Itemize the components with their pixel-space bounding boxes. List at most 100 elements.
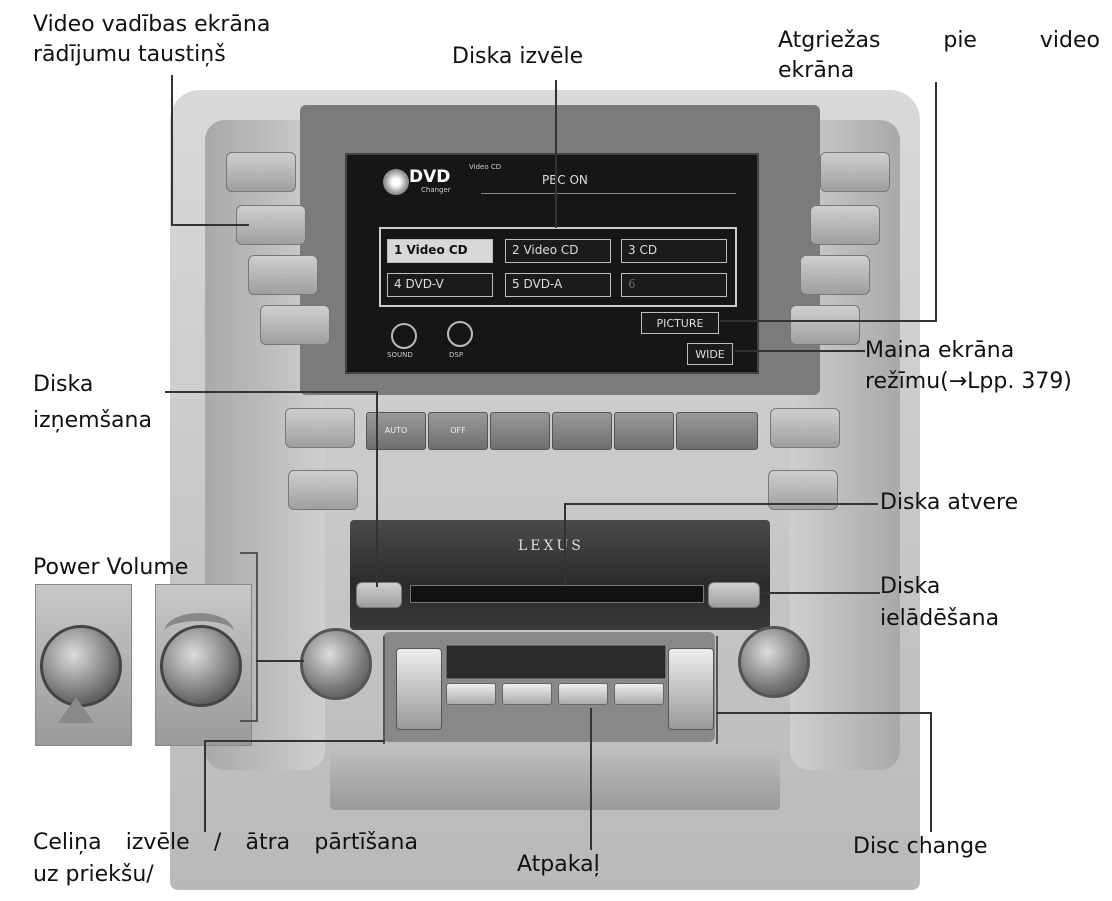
screen-mode: Video CD [469,163,502,171]
label-eject-1: Diska [33,372,94,397]
disc-6-button[interactable]: 6 [621,273,727,297]
label-track-1: Celiņa izvēle / ātra pārtīšana [33,828,418,858]
climate-off-button[interactable]: OFF [428,412,488,450]
audio-button-2[interactable] [502,683,552,705]
left-button-1[interactable]: · [226,152,296,192]
leader-track-v [204,740,206,832]
leader-eject-h [165,391,377,393]
label-return-video-2: ekrāna [778,58,855,83]
label-track-word-2: izvēle [125,830,190,855]
label-eject-2: izņemšana [33,408,152,433]
display-screen: DVD Changer Video CD PBC ON 1 Video CD 2… [345,153,759,374]
eject-button[interactable] [356,582,402,608]
screen-brand-sub: Changer [421,186,451,194]
screen-brand: DVD [409,167,451,187]
temp-right-up-button[interactable]: · [770,408,840,448]
power-volume-bracket [240,552,258,722]
leader-disc-select [555,80,557,228]
climate-auto-button[interactable]: AUTO [366,412,426,450]
label-video-control-1: Video vadības ekrāna [33,12,271,37]
leader-eject-v [376,391,378,587]
disc-change-bracket [672,636,718,744]
climate-button-5[interactable] [614,412,674,450]
leader-disc-slot-v [564,503,566,585]
leader-load [760,592,880,594]
leader-power-volume [256,660,304,662]
audio-display [446,645,666,679]
disc-slot[interactable] [410,585,704,603]
disc-3-button[interactable]: 3 CD [621,239,727,263]
label-back: Atpakaļ [517,852,600,877]
right-button-2[interactable]: · [810,205,880,245]
label-track-word-4: ātra [245,830,291,855]
temp-left-up-button[interactable]: · [285,408,355,448]
dsp-icon[interactable] [447,321,473,347]
track-bracket [383,636,435,744]
climate-button-6[interactable] [676,412,758,450]
push-arrow-icon [58,697,94,723]
label-track-word-3: / [213,830,222,855]
climate-button-4[interactable] [552,412,612,450]
leader-back [590,708,592,850]
disc-2-button[interactable]: 2 Video CD [505,239,611,263]
label-load-1: Diska [880,574,941,599]
label-disc-select: Diska izvēle [452,44,584,69]
power-volume-knob[interactable] [300,628,372,700]
label-return-word-3: video [1039,28,1100,53]
temp-left-down-button[interactable]: · [288,470,358,510]
leader-return-video [935,82,937,322]
left-button-3[interactable]: · [248,255,318,295]
label-disc-change: Disc change [853,834,988,859]
disc-change-button[interactable] [668,648,714,730]
disc-grid-frame [379,227,737,307]
audio-button-4[interactable] [614,683,664,705]
left-button-4[interactable]: · [260,305,330,345]
audio-button-1[interactable] [446,683,496,705]
dvd-logo-icon [383,169,409,195]
leader-video-control [171,75,173,225]
load-button[interactable] [708,582,760,608]
disc-1-button[interactable]: 1 Video CD [387,239,493,263]
leader-screen-mode-h [735,350,865,352]
tune-file-knob[interactable] [738,626,810,698]
seek-track-button[interactable] [396,648,442,730]
dsp-label: DSP [449,351,464,359]
label-return-word-1: Atgriežas [778,28,881,53]
inset-knob [40,625,122,707]
label-track-word-1: Celiņa [33,830,102,855]
wide-button[interactable]: WIDE [687,343,733,365]
leader-video-control-h [171,224,249,226]
sound-icon[interactable] [391,323,417,349]
label-power-volume: Power Volume [33,555,189,580]
leader-disc-slot-h [565,503,878,505]
console-brand: LEXUS [518,538,584,554]
lower-trim [330,750,780,810]
label-track-word-5: pārtīšana [314,830,418,855]
label-load-2: ielādēšana [880,606,1000,631]
climate-button-3[interactable] [490,412,550,450]
disc-4-button[interactable]: 4 DVD-V [387,273,493,297]
right-button-1[interactable]: · [820,152,890,192]
back-button[interactable] [558,683,608,705]
wood-trim-panel [350,520,770,630]
label-return-word-2: pie [943,28,977,53]
right-button-4[interactable]: · [790,305,860,345]
turn-arrow-icon [164,613,234,651]
leader-return-video-h [720,320,936,322]
disc-5-button[interactable]: 5 DVD-A [505,273,611,297]
right-button-3[interactable]: · [800,255,870,295]
label-disc-slot: Diska atvere [880,490,1019,515]
leader-track-h [205,740,385,742]
picture-button[interactable]: PICTURE [641,312,719,334]
power-volume-inset-push [35,584,132,746]
power-volume-inset-turn [155,584,252,746]
label-screen-mode-1: Maina ekrāna [865,338,1015,363]
sound-label: SOUND [387,351,413,359]
label-video-control-2: rādījumu taustiņš [33,42,226,67]
leader-disc-change-h [716,712,932,714]
screen-status-rule [481,193,736,194]
label-track-2: uz priekšu/ [33,862,154,887]
label-screen-mode-2: režīmu(→Lpp. 379) [865,369,1072,394]
screen-status: PBC ON [542,173,588,187]
leader-disc-change-v [930,712,932,832]
